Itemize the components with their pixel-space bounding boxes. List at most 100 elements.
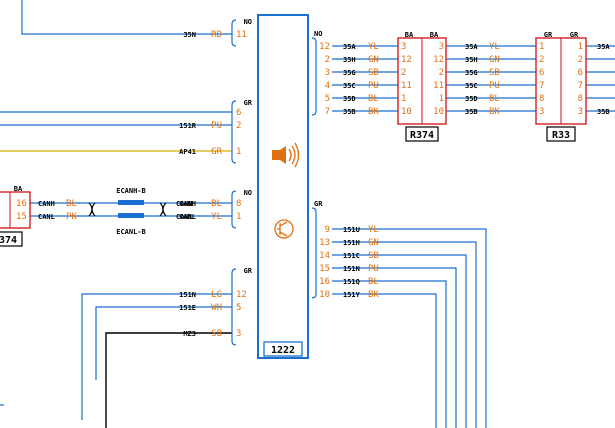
signal-label: 151N — [343, 265, 360, 273]
wire-MZ3 — [105, 332, 232, 428]
group-bracket — [311, 37, 317, 116]
r33-header-right: GR — [570, 31, 579, 39]
left-conn-signal: CANL — [38, 213, 55, 221]
r374-label-box — [405, 126, 439, 142]
pin-number: 3 — [236, 329, 241, 339]
left-group-type: NO — [244, 18, 252, 26]
r374-out-signal: 35D — [465, 95, 478, 103]
r374-pin-right: 3 — [439, 42, 444, 52]
wire-color: GR — [211, 147, 222, 157]
left-conn-signal: CANH — [38, 200, 55, 208]
pin-number: 16 — [319, 277, 330, 287]
pin-number: 14 — [319, 251, 330, 261]
r374-pin-right: 12 — [433, 55, 444, 65]
r33-pin-right: 7 — [578, 81, 583, 91]
transistor-icon — [274, 219, 294, 239]
signal-label: 151Y — [343, 291, 361, 299]
can-l-label: ECANL-B — [116, 228, 146, 236]
r33-label-box — [546, 126, 576, 142]
group-bracket — [231, 19, 237, 47]
pin-number: 12 — [319, 42, 330, 52]
speaker-icon — [272, 142, 300, 168]
can-l-sig-right: CANL — [176, 213, 193, 221]
pin-number: 13 — [319, 238, 330, 248]
can-h-sig-right: CANH — [176, 200, 193, 208]
r374-pin-left: 3 — [401, 42, 406, 52]
r33-pin-left: 3 — [539, 107, 544, 117]
wire-color: SB — [211, 329, 222, 339]
signal-label: 35A — [343, 43, 356, 51]
left-conn-color: PK — [66, 212, 77, 222]
r33-pin-left: 8 — [539, 94, 544, 104]
can-h-filter — [118, 200, 144, 205]
r33-pin-left: 1 — [539, 42, 544, 52]
group-bracket — [231, 100, 237, 164]
pin-number: 10 — [319, 290, 330, 300]
pin-number: 15 — [319, 264, 330, 274]
generated-labels: NO11RD35NGR62PU151R1GRAP41NO8BLCANH1YLCA… — [16, 18, 610, 346]
left-connector — [0, 191, 31, 229]
wire-35N — [21, 0, 232, 35]
wire-color: SB — [368, 251, 379, 261]
r33-pin-left: 2 — [539, 55, 544, 65]
module-id: 1222 — [271, 345, 295, 356]
wire-color: BK — [368, 107, 379, 117]
r374-out-color: BK — [489, 107, 500, 117]
wire-color: WH — [211, 303, 222, 313]
r374-pin-right: 2 — [439, 68, 444, 78]
left-group-type: GR — [244, 267, 253, 275]
wire-color: SB — [368, 68, 379, 78]
signal-label: 35H — [343, 56, 356, 64]
left-conn-color: BL — [66, 199, 77, 209]
signal-label: 35G — [343, 69, 356, 77]
r33-pin-right: 6 — [578, 68, 583, 78]
pin-number: 12 — [236, 290, 247, 300]
wire-color: PU — [368, 81, 379, 91]
r33-pin-right: 1 — [578, 42, 583, 52]
group-bracket — [311, 207, 317, 299]
r374-pin-left: 10 — [401, 107, 412, 117]
r33-header-left: GR — [544, 31, 553, 39]
wire-151N — [81, 293, 232, 420]
pin-number: 11 — [236, 30, 247, 40]
wire-color: LG — [211, 290, 222, 300]
r33-pin-right: 2 — [578, 55, 583, 65]
right-group-type: NO — [314, 30, 322, 38]
pin-number: 1 — [236, 147, 241, 157]
r374-out-signal: 35A — [465, 43, 478, 51]
left-connector-label: R374 — [0, 235, 17, 246]
signal-label: CANL — [179, 213, 196, 221]
wire-color: PU — [368, 264, 379, 274]
can-twist-left — [88, 202, 96, 217]
r374-out-color: PU — [489, 81, 500, 91]
r374-pin-right: 1 — [439, 94, 444, 104]
pin-number: 6 — [236, 108, 241, 118]
signal-label: MZ3 — [183, 330, 196, 338]
r374-out-signal: 35H — [465, 56, 478, 64]
right-group-type: GR — [314, 200, 323, 208]
signal-label: 151N — [179, 291, 196, 299]
r33-pin-right: 8 — [578, 94, 583, 104]
pin-number: 2 — [325, 55, 330, 65]
r374-pin-left: 11 — [401, 81, 412, 91]
wire-color: YL — [368, 42, 379, 52]
signal-label: 35B — [343, 108, 356, 116]
signal-label: 151U — [343, 226, 360, 234]
r374-header-right: BA — [430, 31, 439, 39]
left-group-type: GR — [244, 99, 253, 107]
signal-label: 151R — [179, 122, 197, 130]
r33-out-signal: 35A — [597, 43, 610, 51]
r374-pin-left: 2 — [401, 68, 406, 78]
pin-number: 3 — [325, 68, 330, 78]
module-id-box — [263, 341, 303, 357]
wire-color: PU — [211, 121, 222, 131]
can-h-label: ECANH-B — [116, 187, 146, 195]
pin-number: 5 — [325, 94, 330, 104]
can-twist-right — [159, 202, 167, 217]
r374-out-color: BL — [489, 94, 500, 104]
pin-number: 1 — [236, 212, 241, 222]
r374-pin-right: 11 — [433, 81, 444, 91]
wire-color: GN — [368, 238, 379, 248]
